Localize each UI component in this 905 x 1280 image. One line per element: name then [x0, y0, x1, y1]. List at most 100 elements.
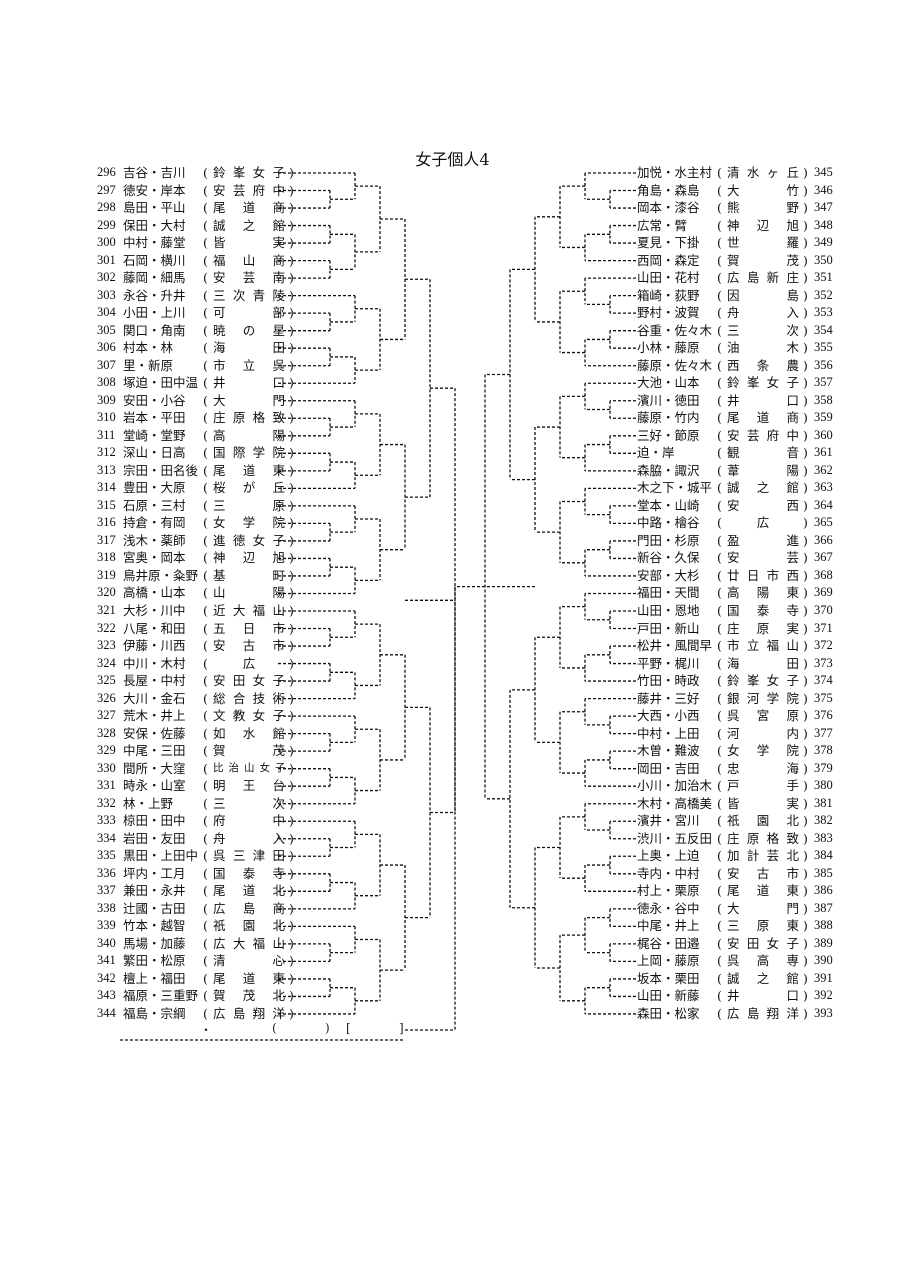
- entry-school: 誠之館: [727, 970, 799, 986]
- entry-number: 310: [97, 410, 116, 425]
- entry-names: 戸田・新山: [637, 620, 700, 636]
- entry-number: 308: [97, 375, 116, 390]
- entry-names: 島田・平山: [123, 200, 186, 216]
- entry-number: 298: [97, 200, 116, 215]
- entry-school: 安芸府中: [213, 182, 285, 198]
- entry-number: 353: [814, 305, 833, 320]
- entry-school: 清心: [213, 953, 285, 969]
- entry-school: 庄原格致: [727, 830, 799, 846]
- entry-number: 361: [814, 445, 833, 460]
- entry-school: 三原東: [727, 918, 799, 934]
- entry-school: 広: [242, 655, 256, 671]
- paren-close: ): [803, 673, 808, 689]
- entry-number: 320: [97, 585, 116, 600]
- paren-open: (: [717, 900, 722, 916]
- paren-open: (: [717, 497, 722, 513]
- paren-close: ): [803, 918, 808, 934]
- entry-names: 持倉・有岡: [123, 515, 186, 531]
- entry-number: 336: [97, 865, 116, 880]
- entry-school: 清水ヶ丘: [727, 165, 799, 180]
- entry-names: 中路・檜谷: [637, 515, 700, 531]
- entry-number: 369: [814, 585, 833, 600]
- paren-open: (: [203, 410, 208, 426]
- entry-names: 藤原・竹内: [637, 410, 700, 426]
- entry-school: 鈴峯女子: [727, 375, 799, 391]
- paren-close: ): [289, 690, 294, 706]
- paren-close: ): [803, 480, 808, 496]
- entry-school: 鈴峯女子: [727, 673, 799, 689]
- paren-close: ): [803, 900, 808, 916]
- paren-open: (: [203, 813, 208, 829]
- entry-number: 378: [814, 743, 833, 758]
- paren-open: (: [717, 760, 722, 776]
- paren-open: (: [203, 760, 208, 776]
- paren-close: ): [289, 620, 294, 636]
- paren-open: (: [203, 830, 208, 846]
- entry-school: 尾道東: [727, 883, 799, 899]
- paren-open: (: [203, 585, 208, 601]
- entry-school: 大門: [213, 392, 285, 408]
- paren-open: (: [203, 497, 208, 513]
- paren-open: (: [203, 270, 208, 286]
- paren-close: ): [803, 883, 808, 899]
- paren-open: (: [203, 883, 208, 899]
- entry-number: 363: [814, 480, 833, 495]
- entry-names: 安部・大杉: [637, 567, 700, 583]
- entry-names: 木之下・城平: [637, 480, 713, 496]
- entry-school: 賀茂: [213, 743, 285, 759]
- entry-school: 井口: [727, 392, 799, 408]
- entry-school: 鈴峯女子: [213, 165, 285, 180]
- entry-names: 徳永・谷中: [637, 900, 700, 916]
- paren-close: ): [289, 760, 294, 776]
- entry-school: 呉三津田: [213, 848, 285, 864]
- entry-number: 348: [814, 217, 833, 232]
- entry-names: 辻國・古田: [123, 900, 186, 916]
- entry-names: 森脇・諏沢: [637, 462, 700, 478]
- entry-number: 341: [97, 953, 116, 968]
- entry-number: 314: [97, 480, 116, 495]
- entry-names: 宮奥・岡本: [123, 550, 186, 566]
- paren-open: (: [717, 918, 722, 934]
- paren-open: (: [717, 392, 722, 408]
- paren-open: (: [203, 200, 208, 216]
- entry-school: 呉高専: [727, 953, 799, 969]
- entry-school: 安古市: [213, 638, 285, 654]
- entry-school: 総合技術: [213, 690, 285, 706]
- entry-number: 376: [814, 708, 833, 723]
- entry-names: 山田・恩地: [637, 603, 700, 618]
- paren-close: ): [289, 357, 294, 373]
- entry-school: 基町: [213, 567, 285, 583]
- entry-number: 359: [814, 410, 833, 425]
- paren-close: ): [803, 970, 808, 986]
- entry-number: 368: [814, 567, 833, 582]
- paren-open: (: [717, 638, 722, 654]
- paren-close: ): [803, 182, 808, 198]
- paren-close: ): [289, 918, 294, 934]
- entry-school: 庄原実: [727, 620, 799, 636]
- entry-school: 山陽: [213, 585, 285, 601]
- paren-close: ): [803, 445, 808, 461]
- paren-close: ): [803, 462, 808, 478]
- entry-number: 380: [814, 778, 833, 793]
- paren-open: (: [717, 778, 722, 794]
- entry-names: 大西・小西: [637, 708, 700, 724]
- entry-number: 338: [97, 900, 116, 915]
- paren-open: (: [717, 673, 722, 689]
- entry-school: 誠之館: [727, 480, 799, 496]
- paren-close: ): [289, 305, 294, 321]
- paren-open: (: [717, 1005, 722, 1021]
- entry-school: 熊野: [727, 200, 799, 216]
- entry-school: 賀茂北: [213, 988, 285, 1004]
- paren-close: ): [803, 830, 808, 846]
- paren-open: (: [203, 935, 208, 951]
- paren-open: (: [717, 445, 722, 461]
- paren-open: (: [203, 795, 208, 811]
- entry-names: 安田・小谷: [123, 392, 186, 408]
- entry-names: 小林・藤原: [637, 340, 700, 356]
- entry-school: 銀河学院: [727, 690, 799, 706]
- paren-close: ): [803, 743, 808, 759]
- entry-school: 広大福山: [213, 935, 285, 951]
- entry-school: 暁の星: [213, 322, 285, 338]
- paren-open: (: [203, 900, 208, 916]
- entry-number: 382: [814, 813, 833, 828]
